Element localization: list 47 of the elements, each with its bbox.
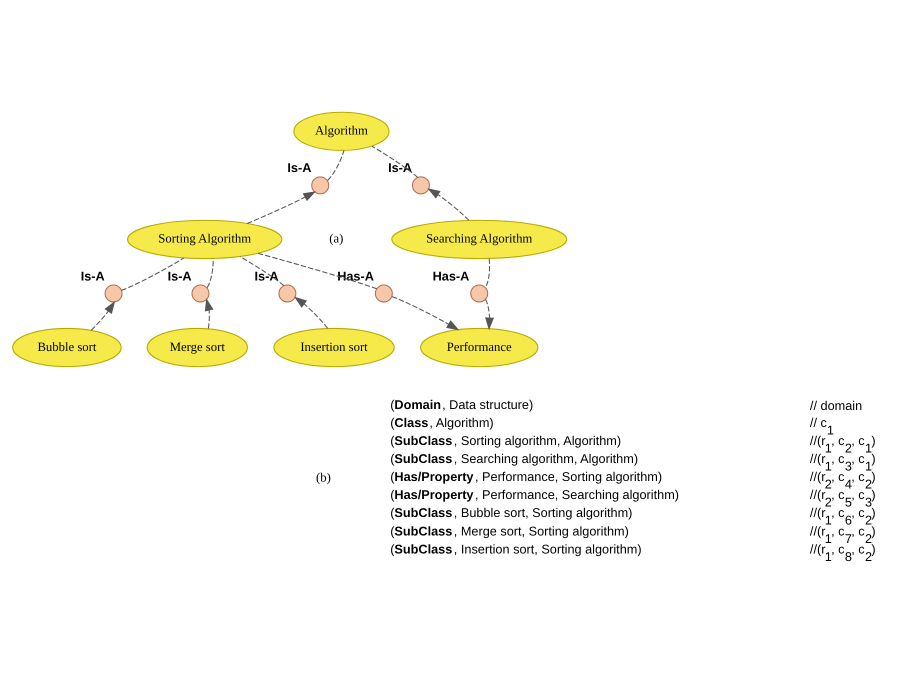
arrow bbox=[247, 190, 316, 224]
label: (SubClass, Searching algorithm, Algorithm) bbox=[390, 450, 638, 466]
connector bbox=[372, 145, 418, 178]
node-circle bbox=[311, 176, 330, 194]
label: (SubClass, Bubble sort, Sorting algorithm) bbox=[390, 504, 632, 520]
node-circle bbox=[470, 284, 488, 302]
arrow bbox=[485, 298, 494, 330]
label: (Has/Property, Performance, Sorting algorithm) bbox=[390, 468, 662, 484]
label: (SubClass, Merge sort, Sorting algorithm) bbox=[390, 522, 629, 538]
node-label: Is-A bbox=[388, 160, 412, 175]
label: // domain bbox=[810, 398, 862, 413]
label: (Class, Algorithm) bbox=[390, 414, 494, 430]
label: (SubClass, Sorting algorithm, Algorithm) bbox=[390, 432, 622, 448]
arrow bbox=[427, 188, 470, 220]
arrow bbox=[392, 296, 460, 330]
connector bbox=[327, 150, 344, 180]
node-label: Is-A bbox=[287, 160, 312, 175]
label: (SubClass, Insertion sort, Sorting algorithm) bbox=[390, 540, 642, 556]
connector bbox=[485, 258, 490, 288]
label: (Domain, Data structure) bbox=[390, 396, 534, 412]
label: (b) bbox=[316, 470, 331, 484]
node-ellipse: Bubble sort bbox=[12, 327, 122, 367]
node-label: Has-A bbox=[337, 268, 374, 283]
connector bbox=[121, 257, 184, 290]
node-label: Is-A bbox=[254, 268, 279, 283]
node-ellipse: Performance bbox=[420, 327, 538, 367]
arrow bbox=[90, 300, 116, 330]
node-ellipse: Sorting Algorithm bbox=[127, 219, 282, 259]
node-label: Is-A bbox=[168, 268, 192, 283]
label: (a) bbox=[329, 231, 344, 246]
node-ellipse: Algorithm bbox=[293, 111, 390, 150]
node-label: Has-A bbox=[432, 268, 470, 283]
node-circle bbox=[191, 284, 210, 302]
node-ellipse: Searching Algorithm bbox=[391, 219, 568, 259]
node-ellipse: Insertion sort bbox=[273, 327, 395, 367]
node-ellipse: Merge sort bbox=[146, 327, 248, 367]
connector bbox=[206, 258, 214, 288]
node-circle bbox=[104, 284, 123, 302]
node-circle bbox=[374, 284, 393, 302]
label: (Has/Property, Performance, Searching algorithm) bbox=[390, 486, 680, 502]
arrow bbox=[204, 298, 214, 328]
arrow bbox=[294, 296, 328, 328]
node-circle bbox=[412, 176, 430, 194]
node-label: Is-A bbox=[80, 268, 105, 283]
connector bbox=[240, 256, 284, 286]
node-circle bbox=[278, 284, 296, 302]
connector bbox=[258, 252, 377, 289]
